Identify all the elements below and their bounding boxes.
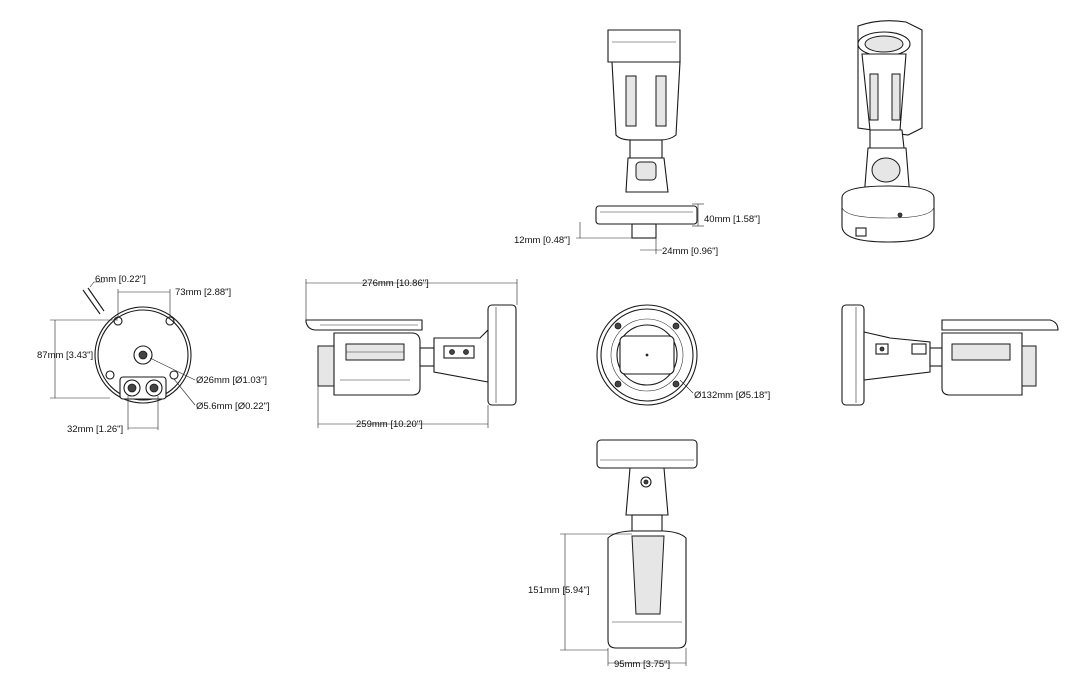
bottom-view-dimensions: 151mm [5.94"] 95mm [3.75"] xyxy=(528,533,687,670)
camera-rear-side-view xyxy=(841,304,1059,406)
base-plate-dimensions: 6mm [0.22"] 73mm [2.88"] 87mm [3.43"] Ø2… xyxy=(37,274,270,435)
camera-top-view xyxy=(595,29,698,239)
base-bottom-width-label: 32mm [1.26"] xyxy=(67,424,123,435)
body-length-label: 259mm [10.20"] xyxy=(356,419,423,430)
front-diameter-label: Ø132mm [Ø5.18"] xyxy=(694,390,770,401)
base-plate-view xyxy=(82,287,192,404)
total-length-label: 276mm [10.86"] xyxy=(362,278,429,289)
cable-hole-diameter-label: Ø26mm [Ø1.03"] xyxy=(196,375,267,386)
camera-isometric-view xyxy=(841,20,935,243)
camera-bottom-view xyxy=(596,439,698,649)
base-hole-spacing-label: 73mm [2.88"] xyxy=(175,287,231,298)
plate-thickness-label: 12mm [0.48"] xyxy=(514,235,570,246)
front-view-dimensions: Ø132mm [Ø5.18"] xyxy=(679,379,770,401)
screw-hole-diameter-label: Ø5.6mm [Ø0.22"] xyxy=(196,401,270,412)
side-view-dimensions: 276mm [10.86"] 259mm [10.20"] xyxy=(305,278,518,430)
plate-tab-label: 24mm [0.96"] xyxy=(662,246,718,257)
body-width-label: 95mm [3.75"] xyxy=(614,659,670,670)
base-height-label: 87mm [3.43"] xyxy=(37,350,93,361)
mount-height-label: 40mm [1.58"] xyxy=(704,214,760,225)
top-view-dimensions: 40mm [1.58"] 12mm [0.48"] 24mm [0.96"] xyxy=(514,203,760,257)
base-screw-gap-label: 6mm [0.22"] xyxy=(95,274,146,285)
camera-front-view xyxy=(596,304,698,406)
camera-side-view xyxy=(305,304,517,406)
body-height-label: 151mm [5.94"] xyxy=(528,585,589,596)
